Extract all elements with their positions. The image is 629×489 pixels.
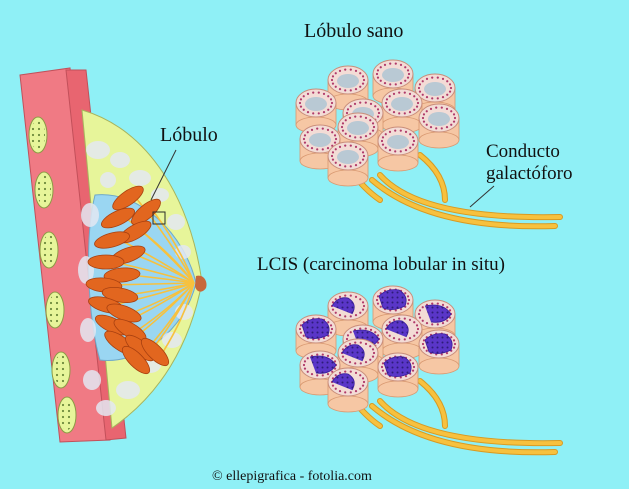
duct-pointer-line xyxy=(469,185,495,208)
lobule xyxy=(121,345,151,375)
fat-cell xyxy=(116,381,140,399)
lobule-pointer-line xyxy=(150,149,177,201)
healthy-lobule-title: Lóbulo sano xyxy=(304,20,404,42)
lobule xyxy=(131,198,161,226)
duct-label-line2: galactóforo xyxy=(486,163,573,184)
muscle-cell-texture xyxy=(37,175,51,205)
fat-cell xyxy=(96,400,116,416)
galactophore-duct-core xyxy=(418,153,447,202)
fat-cell xyxy=(100,172,116,188)
muscle-cell-texture xyxy=(48,295,62,325)
nipple xyxy=(195,275,207,292)
breast-duct xyxy=(135,254,195,284)
muscle-cell-texture xyxy=(31,120,45,150)
lcis-acinus xyxy=(327,367,369,413)
image-credit: © ellepigrafica - fotolia.com xyxy=(212,469,372,484)
healthy-ducts xyxy=(347,152,563,230)
lcis-acinus xyxy=(377,352,419,398)
lcis-acinus xyxy=(418,329,460,375)
lobule xyxy=(87,254,125,270)
fat-cell xyxy=(86,141,110,159)
lobule xyxy=(101,287,139,303)
breast-cross-section xyxy=(19,67,207,443)
pectoral-muscle-cells xyxy=(28,116,77,434)
galactophore-duct-core xyxy=(370,178,557,229)
healthy-acinus xyxy=(381,88,423,134)
breast-duct xyxy=(153,211,195,284)
healthy-acini xyxy=(295,59,460,187)
galactophore-duct-core xyxy=(378,173,562,220)
fat-cell xyxy=(110,152,130,168)
fat-cell xyxy=(167,214,185,230)
lobule xyxy=(94,231,130,249)
lobule xyxy=(103,267,141,283)
healthy-acinus xyxy=(377,126,419,172)
lcis-acinus xyxy=(381,314,423,360)
galactophore-duct-core xyxy=(418,379,447,428)
lobule xyxy=(140,337,170,367)
lobule xyxy=(101,207,135,229)
healthy-acinus xyxy=(418,103,460,149)
lcis-title: LCIS (carcinoma lobular in situ) xyxy=(257,254,505,275)
fat-cell xyxy=(129,170,151,186)
galactophore-duct-core xyxy=(378,399,562,446)
lcis-lobule-cluster xyxy=(295,285,563,456)
duct-label-line1: Conducto xyxy=(486,141,560,162)
muscle-cell-texture xyxy=(54,355,68,385)
fat-cell xyxy=(80,318,96,342)
lobule xyxy=(112,185,144,211)
fat-cell xyxy=(81,203,99,227)
lobule-label: Lóbulo xyxy=(160,124,218,146)
fat-cells xyxy=(78,141,193,416)
muscle-cell-texture xyxy=(60,400,74,430)
fat-cell xyxy=(175,245,191,259)
muscle-cell-texture xyxy=(42,235,56,265)
fat-cell xyxy=(162,332,182,348)
breast-lobules xyxy=(85,185,170,375)
lcis-acini xyxy=(295,285,460,413)
healthy-lobule-cluster xyxy=(295,59,563,230)
lobule-highlight-box xyxy=(152,211,166,225)
galactophore-duct-core xyxy=(370,404,557,455)
healthy-acinus xyxy=(327,65,369,111)
healthy-acinus xyxy=(327,141,369,187)
breast-duct xyxy=(162,282,195,353)
breast-duct xyxy=(142,231,195,284)
fat-cell xyxy=(83,370,101,390)
lcis-acinus xyxy=(327,291,369,337)
